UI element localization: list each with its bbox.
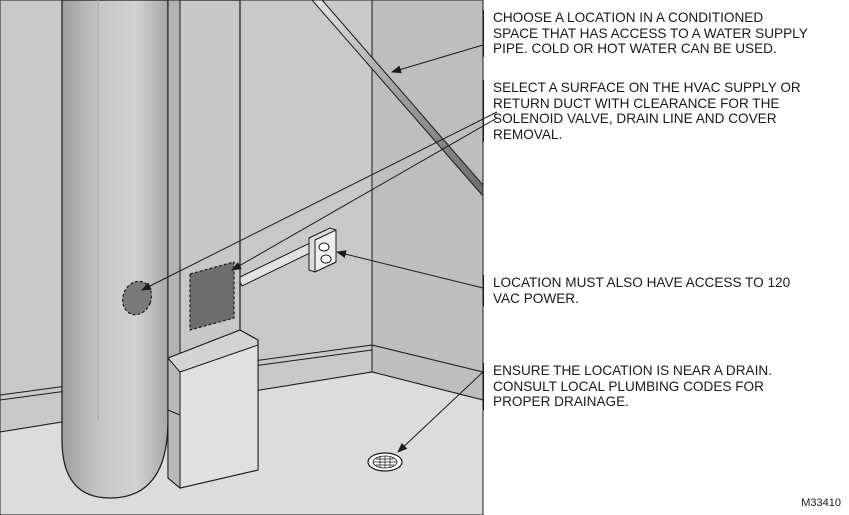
electrical-outlet-icon bbox=[308, 227, 337, 273]
callout-power: LOCATION MUST ALSO HAVE ACCESS TO 120 VA… bbox=[483, 275, 849, 307]
mounting-area-patch bbox=[189, 261, 235, 331]
hvac-return-duct bbox=[61, 0, 169, 499]
callout-duct-surface: SELECT A SURFACE ON THE HVAC SUPPLY OR R… bbox=[483, 80, 849, 143]
side-wall bbox=[371, 0, 484, 401]
leader-arrow-duct-oval bbox=[141, 111, 498, 291]
figure-id: M33410 bbox=[801, 497, 841, 509]
callout-water-supply: CHOOSE A LOCATION IN A CONDITIONED SPACE… bbox=[483, 10, 849, 57]
water-supply-pipe bbox=[311, 0, 484, 198]
floor-drain-icon bbox=[367, 452, 403, 472]
leader-arrow-drain bbox=[397, 371, 484, 453]
furnace-cabinet bbox=[167, 329, 259, 490]
callout-drain: ENSURE THE LOCATION IS NEAR A DRAIN. CON… bbox=[483, 363, 849, 410]
leader-arrow-duct-patch bbox=[231, 117, 498, 271]
leader-arrow-power bbox=[336, 250, 484, 289]
leader-arrow-water-supply bbox=[391, 44, 484, 74]
